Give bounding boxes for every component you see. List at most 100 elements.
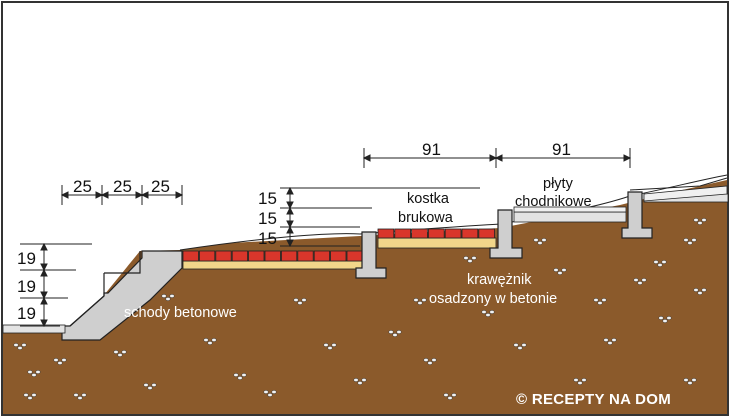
pebble xyxy=(561,268,567,272)
pebble xyxy=(553,268,559,272)
pebble xyxy=(301,298,307,302)
pebble xyxy=(593,298,599,302)
pebble xyxy=(353,378,359,382)
pebble xyxy=(603,338,609,342)
paving-brick xyxy=(198,250,216,262)
pebble xyxy=(121,350,127,354)
pebble xyxy=(521,343,527,347)
pebble xyxy=(17,346,23,350)
riser-dimensions xyxy=(20,242,92,328)
width-dimensions xyxy=(362,148,632,168)
pebble xyxy=(537,241,543,245)
soil-pebbles xyxy=(13,218,707,400)
pebble xyxy=(53,358,59,362)
pebble xyxy=(211,338,217,342)
paving-brick xyxy=(411,228,428,239)
pebble xyxy=(161,294,167,298)
sand-bed-middle xyxy=(377,237,497,249)
pebble xyxy=(697,291,703,295)
pebble xyxy=(392,333,398,337)
pebble xyxy=(693,218,699,222)
pebble xyxy=(271,390,277,394)
watermark: © RECEPTY NA DOM xyxy=(516,391,671,408)
bricks-middle xyxy=(377,228,495,239)
curb-right xyxy=(621,191,653,239)
paving-brick xyxy=(248,250,265,262)
pebble xyxy=(471,256,477,260)
paving-brick xyxy=(280,250,298,262)
pebble xyxy=(113,350,119,354)
pebble xyxy=(693,288,699,292)
pebble xyxy=(687,241,693,245)
pebble xyxy=(237,376,243,380)
paving-brick xyxy=(182,250,199,262)
slab-leader-line xyxy=(629,177,728,191)
pebble xyxy=(443,393,449,397)
pebble xyxy=(27,396,33,400)
pebble xyxy=(61,358,67,362)
paving-brick xyxy=(427,228,445,239)
pebble xyxy=(517,346,523,350)
pebble xyxy=(361,378,367,382)
pebble xyxy=(31,393,37,397)
label-plyty-2: chodnikowe xyxy=(515,194,592,210)
pebble xyxy=(467,259,473,263)
label-curb-2: osadzony w betonie xyxy=(429,291,557,307)
pebble xyxy=(169,294,175,298)
pebble xyxy=(691,238,697,242)
pebble xyxy=(327,346,333,350)
pebble xyxy=(633,278,639,282)
pebble xyxy=(601,298,607,302)
pebble xyxy=(388,330,394,334)
pebble xyxy=(73,393,79,397)
pebble xyxy=(81,393,87,397)
pebble xyxy=(331,343,337,347)
soil-ground xyxy=(3,180,727,414)
pebble xyxy=(451,393,457,397)
pebble xyxy=(481,310,487,314)
layer-dimensions xyxy=(280,186,480,248)
pebble xyxy=(701,288,707,292)
pebble xyxy=(417,301,423,305)
curb-left xyxy=(355,231,387,279)
label-kostka-1: kostka xyxy=(407,191,450,207)
paving-brick xyxy=(313,250,331,262)
pebble xyxy=(396,330,402,334)
pebble xyxy=(427,361,433,365)
pebble xyxy=(147,386,153,390)
layer-dim-1: 15 xyxy=(258,189,277,208)
pebble xyxy=(293,298,299,302)
label-kostka-2: brukowa xyxy=(398,210,454,226)
pebble xyxy=(683,238,689,242)
pebble xyxy=(541,238,547,242)
pebble xyxy=(323,343,329,347)
pebble xyxy=(143,383,149,387)
pebble xyxy=(657,263,663,267)
pebble xyxy=(637,281,643,285)
pebble xyxy=(57,361,63,365)
paving-brick xyxy=(297,250,314,262)
pebble xyxy=(267,393,273,397)
pebble xyxy=(207,341,213,345)
pebble xyxy=(13,343,19,347)
width-dim-a: 91 xyxy=(422,140,441,159)
riser-dim-3: 19 xyxy=(17,304,36,323)
pebble xyxy=(27,370,33,374)
pebble xyxy=(691,378,697,382)
pebble xyxy=(653,260,659,264)
pebble xyxy=(557,271,563,275)
tread-dimensions xyxy=(60,185,184,205)
pebble xyxy=(263,390,269,394)
pebble xyxy=(611,338,617,342)
label-curb-1: krawężnik xyxy=(467,272,532,288)
pebble xyxy=(447,396,453,400)
paving-brick xyxy=(215,250,232,262)
bricks-left xyxy=(182,250,363,262)
pebble xyxy=(233,373,239,377)
pebble xyxy=(658,316,664,320)
pebble xyxy=(597,301,603,305)
pebble xyxy=(203,338,209,342)
pebble xyxy=(573,378,579,382)
